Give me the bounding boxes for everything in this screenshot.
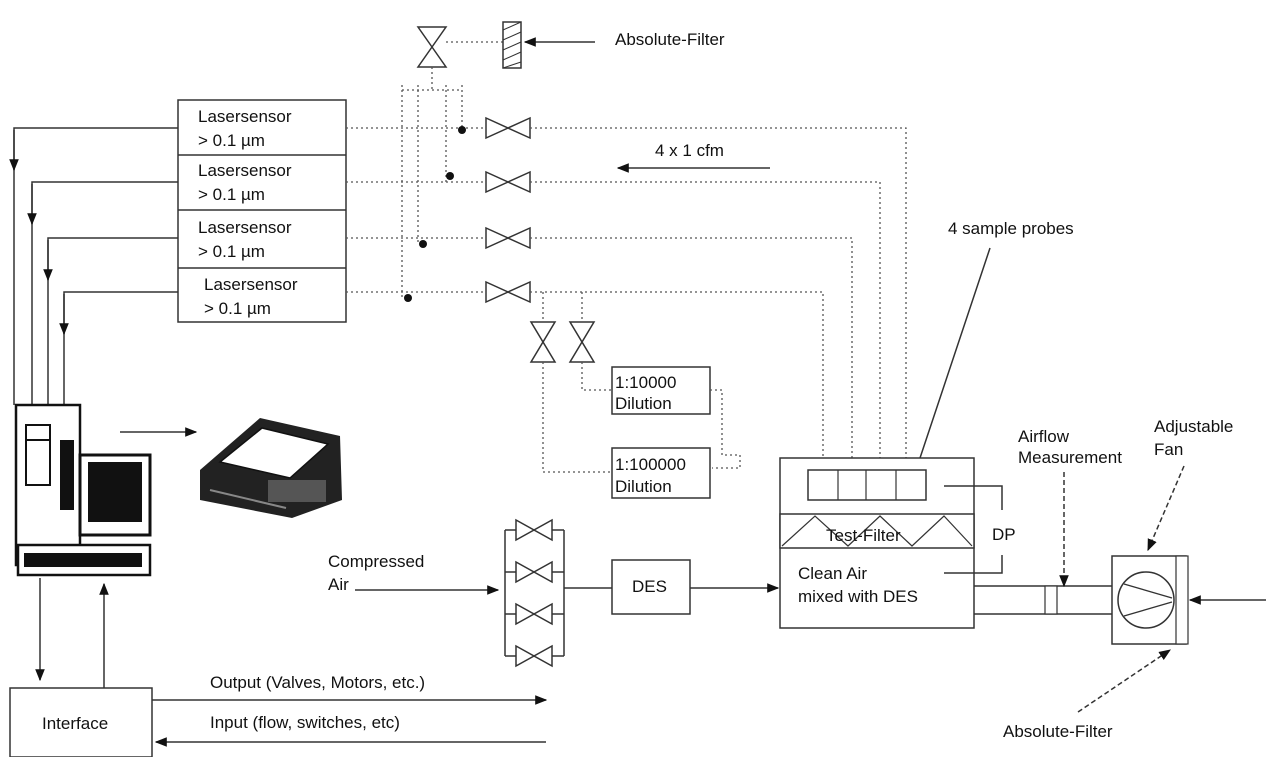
fan-icon [1117, 571, 1175, 629]
computer-interface-link [35, 578, 109, 688]
computer-workstation [14, 403, 342, 577]
sensor-3-size: > 0.1 µm [198, 242, 265, 261]
chamber-label-2: mixed with DES [798, 587, 918, 606]
compressed-air-supply: Compressed Air DES [328, 518, 780, 668]
top-absolute-filter-assembly: Absolute-Filter [416, 21, 725, 90]
sensor-signal-lines [9, 127, 178, 405]
laser-sensor-stack: Lasersensor > 0.1 µm Lasersensor > 0.1 µ… [177, 99, 347, 323]
bottom-absolute-filter: Absolute-Filter [1003, 649, 1171, 741]
dp-label: DP [992, 525, 1016, 544]
sensor-2-size: > 0.1 µm [198, 185, 265, 204]
des-generator-box [611, 559, 691, 615]
dilution-branch: 1:10000 Dilution 1:100000 Dilution [529, 292, 741, 499]
flow-rate-label: 4 x 1 cfm [655, 141, 724, 160]
sensor-2-label: Lasersensor [198, 161, 292, 180]
dilution-10000-word: Dilution [615, 394, 672, 413]
sample-manifold [346, 85, 486, 302]
test-filter-element [779, 513, 975, 549]
fan-label-1: Adjustable [1154, 417, 1233, 436]
printer-icon [200, 418, 342, 518]
outlet-duct [974, 585, 1112, 615]
dilution-100000-ratio: 1:100000 [615, 455, 686, 474]
sensor-4-size: > 0.1 µm [204, 299, 271, 318]
sample-probes-callout: 4 sample probes [910, 219, 1074, 484]
interface-unit: Interface Output (Valves, Motors, etc.) … [9, 673, 548, 757]
fan-label-2: Fan [1154, 440, 1183, 459]
test-filter-label: Test-Filter [826, 526, 901, 545]
sample-probes-label: 4 sample probes [948, 219, 1074, 238]
dilution-100000-box [611, 447, 711, 499]
top-vent-valve [416, 26, 448, 49]
output-label: Output (Valves, Motors, etc.) [210, 673, 425, 692]
flow-rate-indicator: 4 x 1 cfm [616, 141, 770, 173]
absolute-filter-bottom-label: Absolute-Filter [1003, 722, 1113, 741]
sensor-4-label: Lasersensor [204, 275, 298, 294]
input-label: Input (flow, switches, etc) [210, 713, 400, 732]
compressed-air-label-1: Compressed [328, 552, 424, 571]
sensor-1-size: > 0.1 µm [198, 131, 265, 150]
adjustable-fan: Adjustable Fan [1111, 417, 1266, 645]
interface-label: Interface [42, 714, 108, 733]
sample-valves [485, 116, 531, 304]
des-label: DES [632, 577, 667, 596]
dilution-100000-word: Dilution [615, 477, 672, 496]
test-chamber: Test-Filter Clean Air mixed with DES DP [779, 457, 1016, 629]
sensor-3-label: Lasersensor [198, 218, 292, 237]
interface-box [9, 687, 153, 757]
sensor-1-label: Lasersensor [198, 107, 292, 126]
airflow-callout: Airflow Measurement [1018, 427, 1122, 588]
airflow-meter [1044, 585, 1058, 615]
chamber-label-1: Clean Air [798, 564, 867, 583]
dilution-10000-box [611, 366, 711, 415]
dilution-10000-ratio: 1:10000 [615, 373, 676, 392]
airflow-label-2: Measurement [1018, 448, 1122, 467]
probe-lines [530, 127, 907, 470]
airflow-label-1: Airflow [1018, 427, 1070, 446]
compressed-air-label-2: Air [328, 575, 349, 594]
absolute-filter-top-label: Absolute-Filter [615, 30, 725, 49]
